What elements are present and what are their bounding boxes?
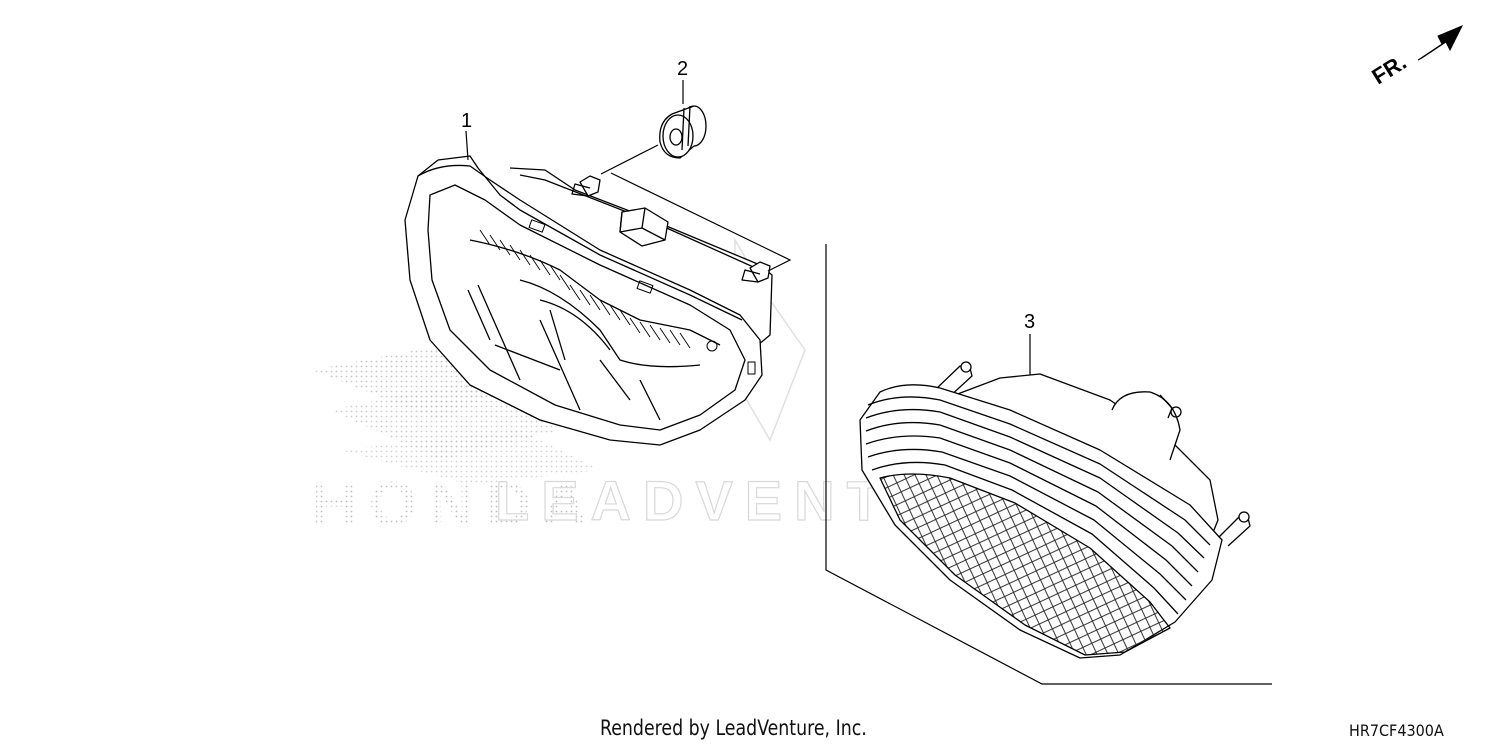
headlight-assembly[interactable] [404,155,773,446]
callout-3: 3 [1024,311,1035,333]
taillight-assembly[interactable] [859,361,1251,659]
arrow-icon [1417,25,1464,61]
fr-label: FR. [1367,49,1410,89]
callout-1: 1 [461,110,472,132]
watermark-brand-text: HONDA [312,470,599,539]
callout-2: 2 [677,58,688,80]
honda-watermark: HONDA [312,340,600,539]
diagram-code: HR7CF4300A [1349,721,1444,740]
leader-lines [465,80,1272,685]
front-direction-marker: FR. [1367,25,1464,89]
rubber-grommet[interactable] [659,105,707,159]
render-credit: Rendered by LeadVenture, Inc. [600,716,867,740]
